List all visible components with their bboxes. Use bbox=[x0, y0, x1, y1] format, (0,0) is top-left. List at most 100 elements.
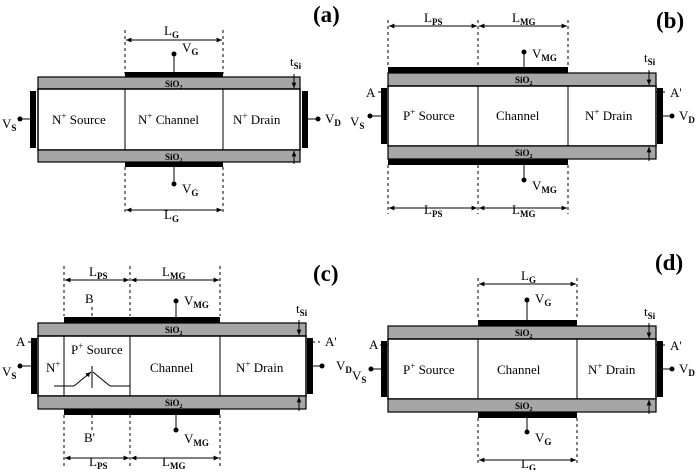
panel-c-cut-right: A' bbox=[325, 334, 337, 349]
bjt-transistor-icon bbox=[54, 366, 130, 388]
panel-d-source-label: VS bbox=[352, 368, 366, 385]
panel-a-gate-bottom-label: VG bbox=[182, 181, 198, 198]
panel-b-tsi-label: tSi bbox=[644, 50, 656, 67]
panel-d-cut-right: A' bbox=[670, 338, 682, 353]
panel-a-bottom-oxide-label: SiO2 bbox=[165, 152, 183, 164]
panel-c-gate-bottom-terminal bbox=[173, 427, 179, 433]
panel-a-drain-contact bbox=[302, 91, 308, 148]
panel-d: (d) LG VG SiO2 P+ Source Channel N+ Drai… bbox=[352, 250, 695, 473]
panel-a-dim-bot-label: LG bbox=[164, 207, 179, 224]
panel-a-region-drain: N+ Drain bbox=[233, 111, 281, 127]
panel-b-source-label: VS bbox=[350, 114, 364, 131]
panel-d-drain-terminal bbox=[669, 366, 675, 372]
panel-d-tag: (d) bbox=[655, 250, 683, 275]
panel-b-drain-label: VD bbox=[679, 108, 695, 125]
panel-d-dim-bot-label: LG bbox=[521, 456, 536, 470]
panel-c-cut-bottom: B' bbox=[84, 430, 95, 445]
panel-c-dim-bot-mg-label: LMG bbox=[162, 454, 185, 470]
panel-c-region-channel: Channel bbox=[150, 360, 194, 375]
panel-a: (a) LG VG SiO2 N+ Source N+ Channel N+ D… bbox=[2, 2, 341, 224]
panel-a-gate-top-label: VG bbox=[182, 40, 198, 57]
panel-d-gate-top-terminal bbox=[524, 297, 530, 303]
panel-b-dim-top-ps-label: LPS bbox=[424, 10, 442, 27]
panel-c-drain-label: VD bbox=[336, 358, 352, 375]
bjt-collector bbox=[92, 371, 111, 387]
panel-b-gate-bottom-terminal bbox=[521, 177, 527, 183]
panel-a-bottom-gate-electrode bbox=[125, 162, 223, 167]
panel-a-top-oxide-label: SiO2 bbox=[165, 79, 183, 91]
panel-c-dim-top-mg-label: LMG bbox=[162, 264, 185, 281]
bjt-emitter bbox=[73, 371, 92, 387]
panel-b-dim-bot-mg-label: LMG bbox=[512, 202, 535, 219]
panel-b-cut-left: A bbox=[366, 85, 376, 100]
panel-b-region-channel: Channel bbox=[496, 108, 540, 123]
panel-d-bottom-gate-electrode bbox=[478, 412, 577, 418]
panel-a-drain-label: VD bbox=[325, 111, 341, 128]
panel-d-tsi-label: tSi bbox=[644, 304, 656, 321]
panel-d-dim-top-label: LG bbox=[521, 268, 536, 285]
panel-c-dim-top-ps-label: LPS bbox=[89, 264, 107, 281]
panel-d-bottom-oxide-label: SiO2 bbox=[515, 401, 533, 413]
panel-b-bottom-gate-electrode bbox=[388, 159, 568, 165]
panel-d-gate-bottom-terminal bbox=[524, 429, 530, 435]
panel-b-source-terminal bbox=[367, 113, 373, 119]
panel-c-top-oxide-label: SiO2 bbox=[165, 325, 183, 337]
panel-c-tag: (c) bbox=[313, 261, 339, 286]
panel-d-gate-top-label: VG bbox=[535, 291, 551, 308]
panel-b-gate-top-terminal bbox=[521, 49, 527, 55]
panel-a-tsi-label: tSi bbox=[290, 54, 302, 71]
panel-d-source-contact bbox=[381, 341, 387, 397]
panel-b-gate-bottom-label: VMG bbox=[532, 178, 557, 195]
panel-b-cut-right: A' bbox=[670, 85, 682, 100]
panel-d-drain-label: VD bbox=[679, 361, 695, 378]
panel-c-bottom-oxide-label: SiO2 bbox=[165, 398, 183, 410]
panel-c-gate-bottom-label: VMG bbox=[184, 431, 209, 448]
panel-b-top-gate-electrode bbox=[388, 67, 568, 73]
panel-a-dim-top-label: LG bbox=[164, 23, 179, 40]
panel-a-region-source: N+ Source bbox=[52, 111, 106, 127]
panel-b-source-contact bbox=[381, 88, 387, 144]
panel-b-bottom-oxide-label: SiO2 bbox=[515, 148, 533, 160]
panel-c-source-contact bbox=[31, 338, 37, 394]
panel-b-tag: (b) bbox=[656, 8, 684, 33]
panel-c-drain-terminal bbox=[319, 363, 325, 369]
panel-a-drain-terminal bbox=[315, 116, 321, 122]
panel-b: (b) LPS LMG VMG SiO2 P+ Source Channel N… bbox=[350, 8, 695, 219]
panel-c-cut-top: B bbox=[85, 291, 94, 306]
panel-d-cut-left: A bbox=[369, 337, 379, 352]
panel-d-top-gate-electrode bbox=[478, 320, 577, 326]
panel-d-region-drain: N+ Drain bbox=[588, 361, 636, 377]
panel-d-region-channel: Channel bbox=[497, 362, 541, 377]
panel-a-tag: (a) bbox=[313, 2, 340, 27]
panel-b-region-source: P+ Source bbox=[403, 107, 455, 123]
panel-b-region-drain: N+ Drain bbox=[585, 107, 633, 123]
panel-c-region-nplus: N+ bbox=[46, 359, 60, 375]
panel-b-dim-bot-ps-label: LPS bbox=[424, 202, 442, 219]
panel-d-source-terminal bbox=[368, 366, 374, 372]
panel-c-tsi-label: tSi bbox=[296, 301, 308, 318]
panel-b-drain-terminal bbox=[669, 113, 675, 119]
panel-c-drain-contact bbox=[307, 338, 313, 394]
panel-d-top-oxide-label: SiO2 bbox=[515, 328, 533, 340]
panel-c-gate-top-label: VMG bbox=[184, 293, 209, 310]
panel-d-gate-bottom-label: VG bbox=[535, 430, 551, 447]
panel-a-region-channel: N+ Channel bbox=[138, 111, 199, 127]
panel-a-source-contact bbox=[30, 91, 36, 148]
panel-b-top-oxide-label: SiO2 bbox=[515, 75, 533, 87]
panel-c-dim-bot-ps-label: LPS bbox=[89, 454, 107, 470]
panel-a-source-terminal bbox=[17, 116, 23, 122]
panel-c-gate-top-terminal bbox=[173, 298, 179, 304]
panel-c: (c) LPS LMG B VMG SiO2 N+ P+ Source Chan… bbox=[2, 261, 352, 471]
panel-a-source-label: VS bbox=[2, 116, 16, 133]
panel-d-drain-contact bbox=[657, 341, 663, 397]
panel-b-gate-top-label: VMG bbox=[532, 46, 557, 63]
panel-c-bottom-gate-electrode bbox=[64, 409, 220, 415]
panel-c-top-gate-electrode bbox=[64, 317, 220, 323]
panel-c-cut-left: A bbox=[16, 334, 26, 349]
panel-a-gate-top-terminal bbox=[171, 51, 177, 57]
panel-c-region-drain: N+ Drain bbox=[236, 359, 284, 375]
panel-a-top-gate-electrode bbox=[125, 72, 223, 77]
panel-b-drain-contact bbox=[657, 88, 663, 144]
